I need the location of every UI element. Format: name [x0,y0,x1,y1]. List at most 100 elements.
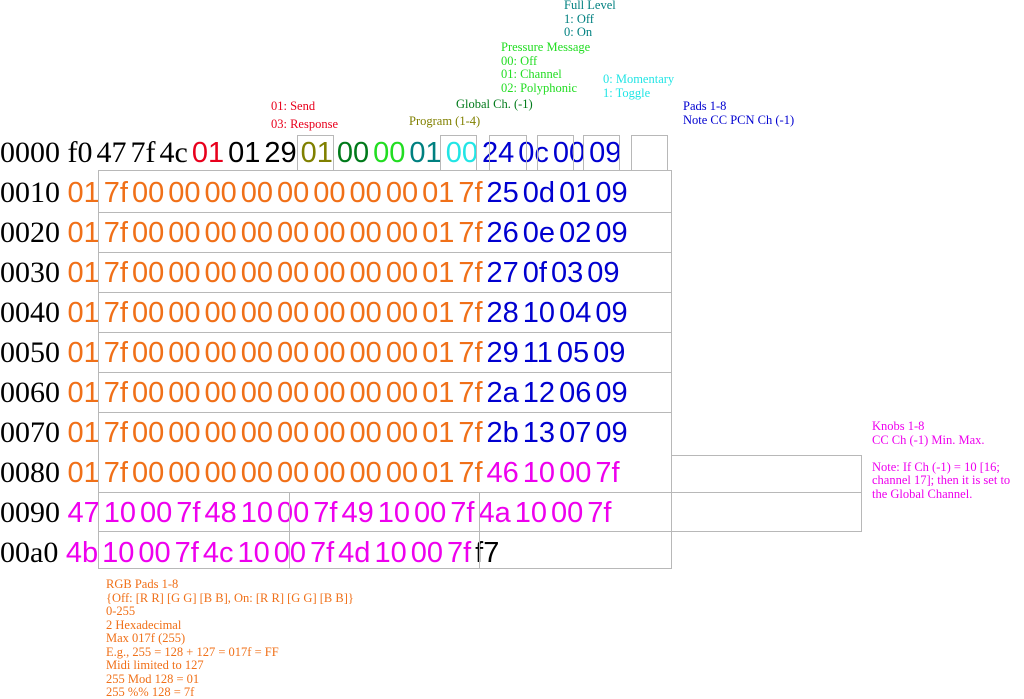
note-line: {Off: [R R] [G G] [B B], On: [R R] [G G]… [106,590,354,605]
box-toggle-byte [537,135,574,171]
hex-byte: 00 [168,217,201,249]
hex-byte: 2b [486,417,519,449]
hex-byte: 0c [518,137,549,169]
hex-byte: 00 [552,137,586,169]
hex-byte: 00 [445,137,478,169]
hex-byte: 7f [458,457,483,489]
hex-byte: 7f [450,497,475,529]
hex-byte: 00 [349,457,382,489]
hex-byte: 10 [377,497,410,529]
note-line: 0: Momentary [603,72,675,86]
hex-byte: 09 [589,137,622,169]
hex-byte: 00 [131,337,165,369]
hex-byte: 00 [373,137,406,169]
hex-byte: 49 [341,497,374,529]
hex-byte: 7f [130,136,156,169]
hex-byte: 10 [522,457,556,489]
row-address: 0090 [0,496,68,529]
hex-byte: 7f [313,497,338,529]
note-line: Knobs 1-8 [872,419,925,433]
note-line: Program (1-4) [409,114,481,128]
note-line: 01: Send [271,99,316,113]
hex-row-0040: 0040 01 7f 00 00 00 00 00 00 00 00 01 7f… [0,293,628,333]
hex-byte: 01 [67,217,100,249]
hex-byte: 00 [277,497,310,529]
hex-byte: 11 [522,337,553,369]
rgb-pads-box [98,170,672,569]
hex-byte: 01 [67,297,100,329]
hex-byte: 26 [486,217,519,249]
note-line: 1: Toggle [603,85,651,100]
hex-row-0000: 0000 f0 47 7f 4c 01 01 29 01 00 00 01 00… [0,133,621,173]
note-line: 01: Channel [501,67,562,81]
hex-byte: 2a [486,377,519,409]
hex-byte: 00 [138,537,171,569]
note-line: 0-255 [106,604,136,618]
hex-byte: 00 [240,417,274,449]
hex-byte: 09 [593,337,626,369]
hex-byte: 7f [595,457,620,489]
hex-byte: 00 [385,457,419,489]
hex-byte: 00 [313,177,346,209]
hex-byte: 09 [595,417,628,449]
hex-byte: 01 [67,457,100,489]
hex-byte: 00 [385,217,419,249]
hex-byte: 12 [522,377,556,409]
hex-byte: 00 [240,377,274,409]
global-channel-note: Global Ch. (-1) [456,97,533,112]
note-line: 255 Mod 128 = 01 [106,671,200,686]
hex-byte: 7f [176,497,201,529]
note-line: CC Ch (-1) Min. Max. [872,432,985,447]
hex-byte: 00 [410,537,443,569]
hex-byte: 00 [168,377,201,409]
hex-byte: 00 [313,457,346,489]
note-line: Full Level [564,0,616,12]
hex-byte: 27 [486,257,519,289]
hex-byte: 7f [587,497,612,529]
hex-byte: 00 [277,337,310,369]
hex-byte: 02 [559,217,592,249]
hex-byte: 24 [481,137,515,169]
hex-byte: 7f [174,537,199,569]
row-address: 0030 [0,256,68,289]
note-line: 00: Off [501,53,538,68]
hex-byte: 00 [131,177,165,209]
hex-byte: 10 [237,537,270,569]
row-address: 00a0 [0,536,66,569]
row-address: 0080 [0,456,68,489]
program-note: Program (1-4) [409,114,481,129]
hex-byte: 09 [595,377,628,409]
hex-byte: 00 [131,457,165,489]
hex-byte: 01 [191,137,225,169]
hex-byte: 10 [514,497,547,529]
hex-byte: 00 [313,337,346,369]
row-address: 0040 [0,296,68,329]
hex-byte: 0e [522,217,556,249]
hex-byte: 7f [103,177,128,209]
hex-byte: 09 [587,257,620,289]
hex-byte: 00 [277,377,310,409]
row-address: 0060 [0,376,68,409]
hex-byte: 01 [422,217,455,249]
hex-byte: 7f [458,217,483,249]
hex-byte: 0d [522,177,556,209]
note-line: RGB Pads 1-8 [106,577,179,591]
hex-byte: 01 [228,137,261,169]
hex-byte: 01 [422,177,455,209]
hex-byte: 7f [103,257,128,289]
hex-byte: 29 [264,137,297,169]
hex-byte: 01 [422,297,455,329]
hex-byte: 01 [422,377,455,409]
hex-byte: 7f [103,457,128,489]
hex-byte: 00 [349,417,382,449]
row-address: 0020 [0,216,68,249]
hex-byte: 00 [204,257,237,289]
hex-byte: 00 [559,457,592,489]
hex-byte: 09 [595,177,628,209]
hex-byte: 01 [67,257,100,289]
